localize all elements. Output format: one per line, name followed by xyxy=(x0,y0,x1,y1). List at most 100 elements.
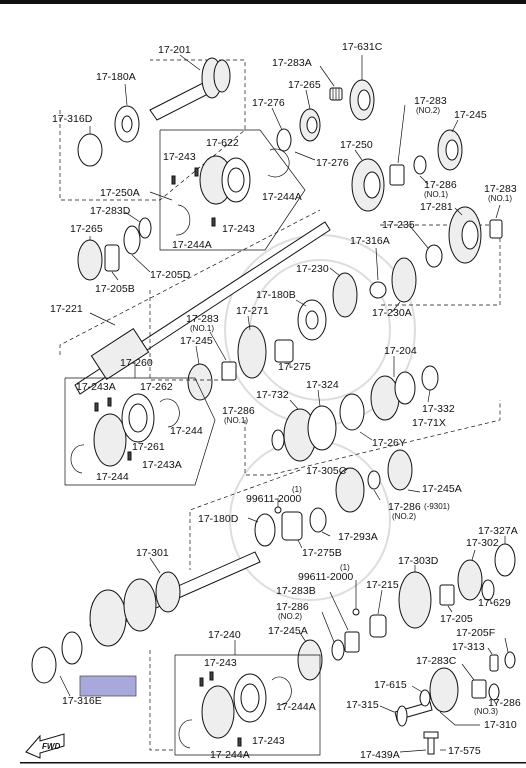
washer-17-286-mid xyxy=(271,429,285,451)
label-17-283-no1a: 17-283 xyxy=(484,183,517,195)
label-17-286-no2b: 17-286 xyxy=(276,601,309,613)
label-17-71X: 17-71X xyxy=(412,417,446,429)
label-17-575: 17-575 xyxy=(448,745,481,757)
label-17-732: 17-732 xyxy=(256,389,289,401)
label-17-629: 17-629 xyxy=(478,597,511,609)
hub-17-265-left xyxy=(77,239,103,281)
label-17-250: 17-250 xyxy=(340,139,373,151)
note-no1b: (NO.1) xyxy=(488,194,512,203)
label-17-286-no1b: 17-286 xyxy=(222,405,255,417)
gear-17-245A xyxy=(387,449,413,491)
fwd-label: FWD xyxy=(42,742,60,751)
label-17-243d: 17-243 xyxy=(252,735,285,747)
needle-bearing-17-283C xyxy=(471,679,487,699)
label-17-201: 17-201 xyxy=(158,44,191,56)
label-99611-2000b: 99611-2000 xyxy=(298,571,353,583)
note-no2c: (NO.2) xyxy=(278,612,302,621)
top-border-bar xyxy=(0,0,526,4)
label-17-243b: 17-243 xyxy=(222,223,255,235)
label-17-286-9301: 17-286 xyxy=(388,501,421,513)
gear-17-245A-low xyxy=(297,639,323,681)
snap-ring-17-316D xyxy=(77,133,103,167)
label-17-180B: 17-180B xyxy=(256,289,296,301)
label-17-316E: 17-316E xyxy=(62,695,102,707)
ring-17-316A xyxy=(369,281,387,299)
synchronizer-17-260 xyxy=(93,393,155,467)
gear-17-281 xyxy=(448,206,482,264)
spring-17-244 xyxy=(159,398,180,428)
label-17-327A: 17-327A xyxy=(478,525,518,537)
highlight-box-17-316E[interactable] xyxy=(79,675,137,697)
counter-shaft-17-301 xyxy=(89,551,261,647)
bearing-17-316E-assembly xyxy=(31,631,83,684)
label-17-205D: 17-205D xyxy=(150,269,191,281)
label-17-235: 17-235 xyxy=(382,219,415,231)
bearing-17-180D xyxy=(254,513,276,547)
label-17-316A: 17-316A xyxy=(350,235,390,247)
label-17-276a: 17-276 xyxy=(252,97,285,109)
bearing-17-205D xyxy=(123,225,141,255)
bearing-17-180B xyxy=(297,299,327,341)
gear-17-250 xyxy=(351,158,385,212)
label-17-262: 17-262 xyxy=(140,381,173,393)
label-17-275: 17-275 xyxy=(278,361,311,373)
label-17-622: 17-622 xyxy=(206,137,239,149)
bolt-17-575 xyxy=(423,731,439,755)
needle-bearing-17-283B xyxy=(344,631,360,653)
ring-17-286-9301 xyxy=(367,470,381,490)
gear-17-303D xyxy=(398,571,432,629)
key-pins-17-243A xyxy=(94,397,132,461)
label-17-271: 17-271 xyxy=(236,305,269,317)
plate-17-313 xyxy=(489,654,499,672)
label-17-283D: 17-283D xyxy=(90,205,131,217)
part-labels: 17-201 17-180A 17-316D 17-283A 17-631C 1… xyxy=(50,41,521,761)
washer-17-629 xyxy=(481,579,495,601)
ring-17-71X xyxy=(339,393,365,431)
note-one-a: (1) xyxy=(292,485,302,494)
label-17-205B: 17-205B xyxy=(95,283,135,295)
needle-bearing-17-283-no2 xyxy=(389,164,405,186)
input-shaft-17-201 xyxy=(149,57,231,121)
label-17-230A: 17-230A xyxy=(372,307,412,319)
label-17-283C: 17-283C xyxy=(416,655,457,667)
label-17-215: 17-215 xyxy=(366,579,399,591)
ring-17-615 xyxy=(419,689,431,707)
spring-17-244A-low xyxy=(271,676,292,706)
label-17-180A: 17-180A xyxy=(96,71,136,83)
bearing-17-180A xyxy=(114,105,140,143)
note-no3: (NO.3) xyxy=(474,707,498,716)
synchronizer-17-622 xyxy=(199,155,251,205)
hub-17-265 xyxy=(299,108,321,142)
label-17-301: 17-301 xyxy=(136,547,169,559)
label-17-250A: 17-250A xyxy=(100,187,140,199)
label-17-286-no3: 17-286 xyxy=(488,697,521,709)
label-17-286-no1a: 17-286 xyxy=(424,179,457,191)
collar-17-275 xyxy=(274,339,294,363)
note-no1c: (NO.1) xyxy=(190,324,214,333)
gear-17-305C xyxy=(335,467,365,513)
label-17-244Ac: 17-244A xyxy=(276,701,316,713)
needle-bearing-17-283-no1 xyxy=(489,219,503,239)
label-17-245b: 17-245 xyxy=(180,335,213,347)
label-17-324: 17-324 xyxy=(306,379,339,391)
gear-17-271 xyxy=(237,325,267,379)
label-17-230: 17-230 xyxy=(296,263,329,275)
label-17-283-no1b: 17-283 xyxy=(186,313,219,325)
label-17-265b: 17-265 xyxy=(70,223,103,235)
gear-17-230A xyxy=(391,257,417,303)
main-shaft-17-221 xyxy=(74,221,331,395)
collar-17-293A xyxy=(309,507,327,533)
gear-17-631C xyxy=(349,79,375,121)
fwd-arrow-icon: FWD xyxy=(25,733,65,759)
washer-17-286-no2b xyxy=(331,639,345,661)
label-17-283-no2: 17-283 xyxy=(414,95,447,107)
spring-17-244A xyxy=(175,204,191,236)
collar-17-215 xyxy=(369,614,387,638)
label-17-283B: 17-283B xyxy=(276,585,316,597)
label-17-315: 17-315 xyxy=(346,699,379,711)
ball-99611-2000-b xyxy=(352,608,360,616)
bearing-17-205B xyxy=(104,244,120,272)
key-pins-17-243-low xyxy=(199,671,242,747)
label-17-244Aa: 17-244A xyxy=(262,191,302,203)
label-17-205F: 17-205F xyxy=(456,627,495,639)
